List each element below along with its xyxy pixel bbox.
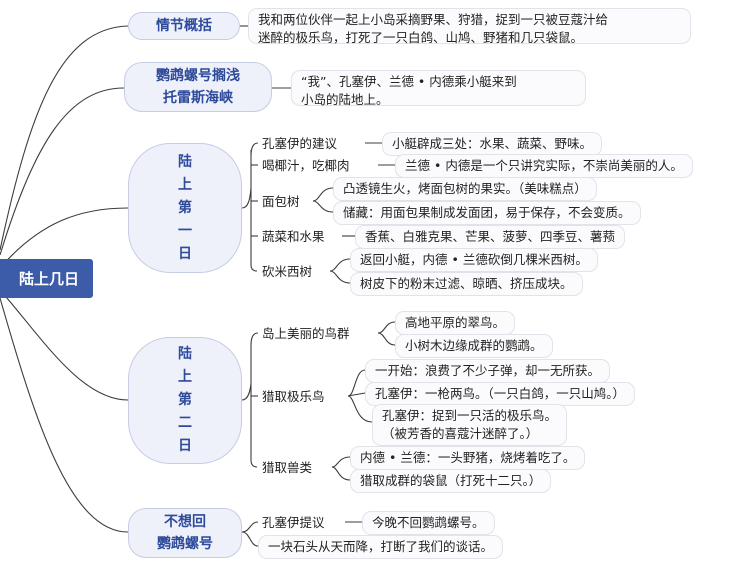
leaf-line: 我和两位伙伴一起上小岛采摘野果、狩猎，捉到一只被豆蔻汁给 bbox=[258, 12, 609, 27]
leaf-sago-process[interactable]: 树皮下的粉末过滤、晾晒、挤压成块。 bbox=[350, 272, 583, 296]
leaf-live-bird[interactable]: 孔塞伊：捉到一只活的极乐鸟。 （被芳香的喜蔻汁迷醉了。） bbox=[372, 404, 568, 446]
topic-coconut[interactable]: 喝椰汁，吃椰肉 bbox=[258, 155, 354, 177]
topic-bird-flocks[interactable]: 岛上美丽的鸟群 bbox=[258, 323, 354, 345]
leaf-line: 香蕉、白雅克果、芒果、菠萝、四季豆、薯蓣 bbox=[365, 229, 616, 244]
branch-char: 陆 bbox=[178, 153, 192, 170]
leaf-not-return-tonight[interactable]: 今晚不回鹦鹉螺号。 bbox=[362, 511, 495, 535]
leaf-line: 迷醉的极乐鸟，打死了一只白鸽、山鸠、野猪和几只袋鼠。 bbox=[258, 30, 584, 45]
branch-char: 第 bbox=[178, 199, 192, 216]
leaf-line: 凸透镜生火，烤面包树的果实。（美味糕点） bbox=[343, 181, 587, 196]
leaf-line: 今晚不回鹦鹉螺号。 bbox=[372, 515, 485, 530]
root-topic-label: 陆上几日 bbox=[18, 270, 79, 288]
topic-label: 砍米西树 bbox=[262, 264, 313, 279]
leaf-breadfruit-fire[interactable]: 凸透镜生火，烤面包树的果实。（美味糕点） bbox=[333, 177, 597, 201]
leaf-kingfisher[interactable]: 高地平原的翠鸟。 bbox=[395, 311, 516, 335]
branch-char: 日 bbox=[178, 245, 192, 262]
topic-vegetables-fruits[interactable]: 蔬菜和水果 bbox=[258, 226, 329, 248]
branch-char: 第 bbox=[178, 392, 192, 408]
topic-label: 岛上美丽的鸟群 bbox=[262, 326, 350, 341]
topic-label: 猎取兽类 bbox=[262, 460, 313, 475]
leaf-line: 一开始：浪费了不少子弹，却一无所获。 bbox=[375, 363, 601, 378]
leaf-line: 兰德 • 内德是一个只讲究实际，不崇尚美丽的人。 bbox=[405, 158, 683, 173]
root-topic[interactable]: 陆上几日 bbox=[0, 259, 93, 298]
topic-label: 孔塞伊的建议 bbox=[262, 136, 338, 151]
branch-plot-summary-label: 情节概括 bbox=[156, 18, 212, 34]
leaf-line: “我”、孔塞伊、兰德 • 内德乘小艇来到 bbox=[301, 74, 517, 89]
branch-line: 鹦鹉螺号搁浅 bbox=[156, 68, 240, 84]
branch-plot-summary[interactable]: 情节概括 bbox=[128, 12, 240, 40]
topic-sago-tree[interactable]: 砍米西树 bbox=[258, 261, 316, 283]
branch-nautilus-stranded[interactable]: 鹦鹉螺号搁浅 托雷斯海峡 bbox=[124, 62, 272, 112]
leaf-stone-falls[interactable]: 一块石头从天而降，打断了我们的谈话。 bbox=[258, 535, 504, 559]
topic-label: 面包树 bbox=[262, 194, 300, 209]
topic-bird-of-paradise[interactable]: 猎取极乐鸟 bbox=[258, 386, 329, 408]
leaf-line: 内德 • 兰德：一头野猪，烧烤着吃了。 bbox=[360, 450, 576, 465]
topic-label: 孔塞伊提议 bbox=[262, 515, 325, 530]
branch-char: 一 bbox=[178, 222, 192, 239]
leaf-two-birds[interactable]: 孔塞伊：一枪两鸟。（一只白鸽，一只山鸠。） bbox=[365, 382, 636, 406]
branch-not-return[interactable]: 不想回 鹦鹉螺号 bbox=[128, 508, 242, 558]
leaf-line: 猎取成群的袋鼠（打死十二只。） bbox=[360, 473, 542, 488]
topic-hunting-beasts[interactable]: 猎取兽类 bbox=[258, 457, 316, 479]
leaf-line: 储藏：用面包果制成发面团，易于保存，不会变质。 bbox=[343, 205, 631, 220]
branch-line: 鹦鹉螺号 bbox=[157, 536, 213, 552]
leaf-line: 孔塞伊：捉到一只活的极乐鸟。 bbox=[382, 408, 558, 423]
leaf-line: 一块石头从天而降，打断了我们的谈话。 bbox=[268, 539, 494, 554]
branch-char: 二 bbox=[178, 415, 192, 431]
branch-line: 不想回 bbox=[164, 514, 206, 530]
topic-conseil-suggestion[interactable]: 孔塞伊的建议 bbox=[258, 133, 341, 155]
branch-char: 日 bbox=[178, 438, 192, 454]
leaf-line: 小艇辟成三处：水果、蔬菜、野味。 bbox=[392, 136, 593, 151]
leaf-line: 高地平原的翠鸟。 bbox=[405, 315, 506, 330]
topic-label: 蔬菜和水果 bbox=[262, 229, 325, 244]
leaf-parrots[interactable]: 小树木边缘成群的鹦鹉。 bbox=[395, 334, 553, 358]
leaf-line: （被芳香的喜蔻汁迷醉了。） bbox=[382, 426, 539, 441]
leaf-breadfruit-storage[interactable]: 储藏：用面包果制成发面团，易于保存，不会变质。 bbox=[333, 201, 641, 225]
leaf-wild-boar[interactable]: 内德 • 兰德：一头野猪，烧烤着吃了。 bbox=[350, 446, 586, 470]
leaf-line: 孔塞伊：一枪两鸟。（一只白鸽，一只山鸠。） bbox=[375, 386, 626, 401]
leaf-line: 返回小艇，内德 • 兰德砍倒几棵米西树。 bbox=[360, 252, 588, 267]
branch-char: 陆 bbox=[178, 346, 192, 362]
topic-label: 喝椰汁，吃椰肉 bbox=[262, 158, 350, 173]
branch-line: 托雷斯海峡 bbox=[163, 90, 233, 106]
leaf-ned-practical[interactable]: 兰德 • 内德是一个只讲究实际，不崇尚美丽的人。 bbox=[395, 154, 693, 178]
leaf-kangaroos[interactable]: 猎取成群的袋鼠（打死十二只。） bbox=[350, 469, 552, 493]
topic-label: 猎取极乐鸟 bbox=[262, 389, 325, 404]
leaf-line: 小岛的陆地上。 bbox=[301, 92, 389, 107]
leaf-wasted-bullets[interactable]: 一开始：浪费了不少子弹，却一无所获。 bbox=[365, 359, 611, 383]
leaf-fruit-list[interactable]: 香蕉、白雅克果、芒果、菠萝、四季豆、薯蓣 bbox=[355, 225, 626, 249]
branch-day-one[interactable]: 陆 上 第 一 日 bbox=[128, 143, 242, 273]
branch-day-two[interactable]: 陆 上 第 二 日 bbox=[128, 337, 242, 464]
topic-conseil-proposal[interactable]: 孔塞伊提议 bbox=[258, 512, 329, 534]
leaf-boat-three-parts[interactable]: 小艇辟成三处：水果、蔬菜、野味。 bbox=[382, 132, 603, 156]
branch-char: 上 bbox=[178, 176, 192, 193]
leaf-line: 小树木边缘成群的鹦鹉。 bbox=[405, 338, 543, 353]
nautilus-stranded-leaf[interactable]: “我”、孔塞伊、兰德 • 内德乘小艇来到 小岛的陆地上。 bbox=[291, 70, 586, 107]
topic-breadfruit[interactable]: 面包树 bbox=[258, 191, 304, 213]
leaf-line: 树皮下的粉末过滤、晾晒、挤压成块。 bbox=[360, 276, 573, 291]
branch-char: 上 bbox=[178, 369, 192, 385]
plot-summary-leaf[interactable]: 我和两位伙伴一起上小岛采摘野果、狩猎，捉到一只被豆蔻汁给 迷醉的极乐鸟，打死了一… bbox=[248, 8, 691, 45]
leaf-sago-cut[interactable]: 返回小艇，内德 • 兰德砍倒几棵米西树。 bbox=[350, 248, 598, 272]
